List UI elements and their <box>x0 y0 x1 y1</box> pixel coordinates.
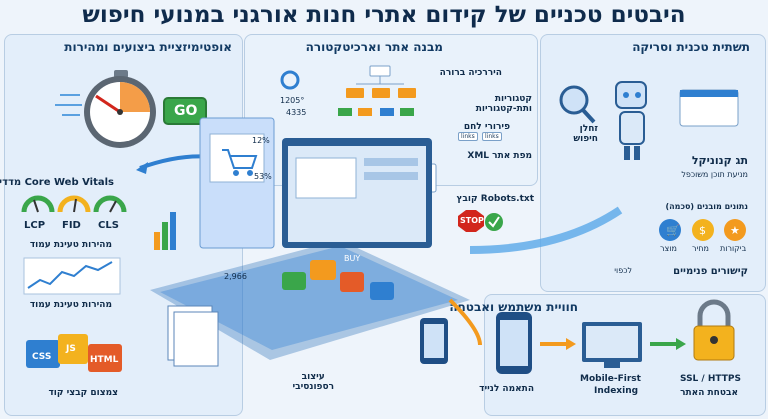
center-num-1: 1205° <box>280 96 305 105</box>
go-sign <box>163 97 207 125</box>
price-icon <box>692 219 714 241</box>
svg-text:★: ★ <box>730 224 740 237</box>
schema-product: מוצר <box>660 244 677 253</box>
center-num-2: 4335 <box>286 108 307 117</box>
page-title: היבטים טכניים של קידום אתרי חנות אורגני … <box>82 2 686 28</box>
speed-line-chart <box>23 257 121 295</box>
speed-label-1: מהירות טעינת עמוד <box>29 240 112 250</box>
document-stack-icon <box>167 305 219 367</box>
flow-arrow-right <box>469 206 623 254</box>
center-num-5: 2,966 <box>224 272 247 281</box>
responsive-label-2: רספונסיבי <box>292 382 334 392</box>
mfi-label-1: Mobile-First <box>580 374 641 384</box>
speed-label-2: מהירות טעינת עמוד <box>29 300 112 310</box>
center-num-3: 12% <box>252 136 270 145</box>
stop-sign-icon <box>458 210 484 232</box>
schema-reviews: ביקורות <box>720 244 747 253</box>
gear-icon <box>280 70 300 90</box>
hierarchy-tree-icon <box>338 65 416 116</box>
links-tag-2: links <box>482 132 502 141</box>
responsive-label: עיצוב רספונסיבי <box>292 372 334 392</box>
internal-links-label: קישורים פנימיים <box>673 266 748 277</box>
bar-chart-icon <box>154 212 176 250</box>
ux-heading: חוויית משתמש ואבטחה <box>449 300 578 314</box>
duplicate-label: לכפוי <box>614 266 632 275</box>
crawl-panel <box>540 34 766 292</box>
arch-item-hierarchy: היררכיה ברורה <box>439 68 502 78</box>
performance-heading: אופטימיזציית ביצועים ומהירות <box>64 40 232 54</box>
check-icon <box>485 213 503 231</box>
gauge-lcp: LCP <box>24 220 46 231</box>
canonical-title: תג קנוניקל <box>691 154 748 167</box>
buy-label: BUY <box>344 254 361 263</box>
arch-item-categories: קטגוריות ותת-קטגוריות <box>475 94 532 114</box>
file-html: HTML <box>90 355 119 365</box>
tile-green <box>282 272 306 290</box>
gauge-cls: CLS <box>98 220 119 231</box>
arch-item-sitemap: מפת אתר XML <box>467 151 532 161</box>
fid-gauge-icon <box>57 195 91 213</box>
compress-label: צמצום קבצי קוד <box>48 388 118 398</box>
file-js: JS <box>66 344 76 354</box>
stopwatch-icon <box>84 70 156 148</box>
crawler-label: זחלן חיפוש <box>573 124 598 144</box>
responsive-label-1: עיצוב <box>301 372 325 382</box>
canonical-sub: מניעת תוכן משוכפל <box>681 170 748 179</box>
gauge-fid: FID <box>62 220 81 231</box>
svg-text:🛒: 🛒 <box>666 224 680 237</box>
reviews-icon <box>724 219 746 241</box>
tile-blue <box>370 282 394 300</box>
arch-item-breadcrumbs: פירורי לחם <box>463 122 510 132</box>
svg-text:$: $ <box>699 224 706 237</box>
mobile-phone-icon <box>496 312 532 374</box>
padlock-icon <box>693 299 735 361</box>
product-icon <box>659 219 681 241</box>
magnifier-icon <box>559 85 596 124</box>
flow-arrow-down <box>448 298 482 346</box>
cart-icon <box>222 149 258 176</box>
center-platform <box>150 240 470 360</box>
stop-label: STOP <box>460 216 484 225</box>
ssl-label-1: SSL / HTTPS <box>680 374 741 384</box>
code-files-icon <box>26 334 122 372</box>
schema-price: מחיר <box>692 244 709 253</box>
architecture-heading: מבנה אתר וארכיטקטורה <box>305 40 443 54</box>
speed-lines-icon <box>55 94 82 116</box>
file-css: CSS <box>32 352 52 362</box>
mobile-label: התאמה לנייד <box>479 384 534 394</box>
center-num-4: 53% <box>254 172 272 181</box>
lcp-gauge-icon <box>21 195 55 213</box>
mfi-label-2: Indexing <box>594 386 639 396</box>
ssl-label-2: אבטחת האתר <box>680 388 738 398</box>
main-screen <box>282 138 432 248</box>
links-tag: links <box>458 132 478 141</box>
cls-gauge-icon <box>93 195 127 213</box>
cwv-title: Core Web Vitals מדדי <box>0 177 114 188</box>
arch-item-robots: Robots.txt קובץ <box>456 194 534 204</box>
tile-red <box>340 272 364 292</box>
schema-title: נתונים מובנים (סכמה) <box>665 202 749 211</box>
desktop-monitor-icon <box>582 322 642 368</box>
crawl-heading: תשתית טכנית וסריקה <box>632 40 750 54</box>
go-label: GO <box>174 103 198 119</box>
tile-orange <box>310 260 336 280</box>
robot-icon <box>615 81 647 160</box>
